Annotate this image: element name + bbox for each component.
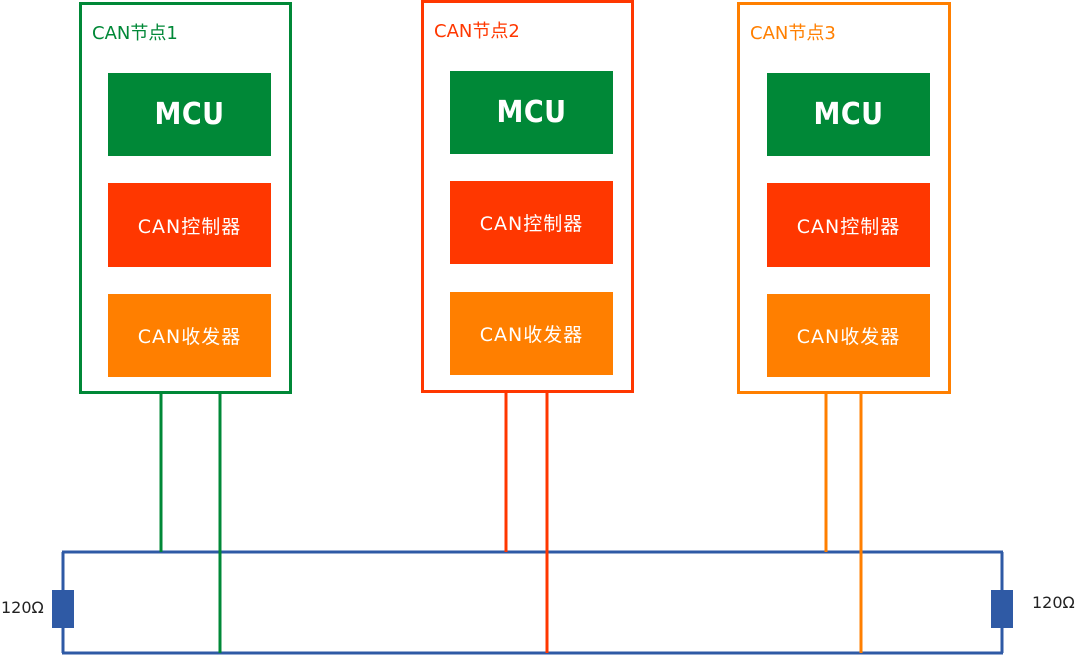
left-resistor-icon	[52, 590, 74, 628]
node-title: CAN节点1	[92, 23, 178, 44]
can-controller-block: CAN控制器	[450, 181, 613, 264]
can-controller-block: CAN控制器	[108, 183, 271, 267]
can-node-2: CAN节点2 MCU CAN控制器 CAN收发器	[421, 0, 634, 393]
can-transceiver-block: CAN收发器	[108, 294, 271, 377]
right-resistor-icon	[991, 590, 1013, 628]
can-node-3: CAN节点3 MCU CAN控制器 CAN收发器	[737, 2, 951, 394]
left-resistor-label: 120Ω	[1, 598, 44, 617]
can-node-1: CAN节点1 MCU CAN控制器 CAN收发器	[79, 2, 292, 394]
mcu-block: MCU	[108, 73, 271, 156]
mcu-block: MCU	[767, 73, 930, 156]
can-controller-block: CAN控制器	[767, 183, 930, 267]
node-title: CAN节点2	[434, 21, 520, 42]
can-transceiver-block: CAN收发器	[450, 292, 613, 375]
node-title: CAN节点3	[750, 23, 836, 44]
mcu-block: MCU	[450, 71, 613, 154]
right-resistor-label: 120Ω	[1032, 593, 1075, 612]
can-transceiver-block: CAN收发器	[767, 294, 930, 377]
